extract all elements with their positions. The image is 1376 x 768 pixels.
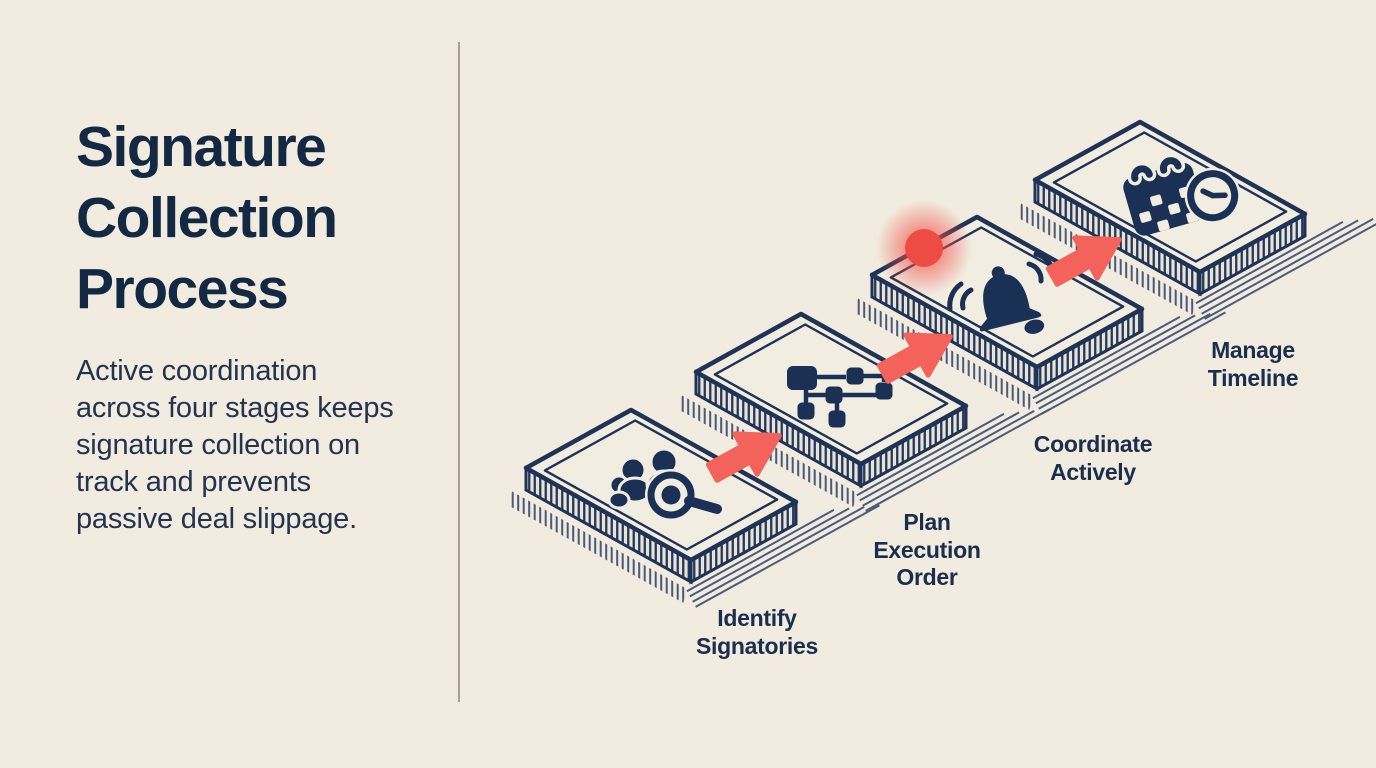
stage-label: Manage Timeline xyxy=(1207,337,1299,391)
description-line: Active coordination xyxy=(76,355,318,387)
people-search-icon xyxy=(607,447,722,521)
page-title: Signature Collection Process xyxy=(76,112,446,325)
alert-bell-icon xyxy=(947,251,1058,334)
left-panel: Signature Collection Process Active coor… xyxy=(76,112,446,538)
page-description: Active coordination across four stages k… xyxy=(76,353,446,538)
flowchart-icon xyxy=(787,366,893,428)
calendar-clock-icon xyxy=(1123,153,1241,236)
stage-label: Identify Signatories xyxy=(696,605,818,659)
stage-tile-coordinate-actively xyxy=(854,217,1225,414)
stage-label: Plan Execution Order xyxy=(873,509,981,590)
description-line: across four stages keeps xyxy=(76,392,394,424)
alert-glow-dot xyxy=(876,200,972,296)
title-line: Process xyxy=(76,257,289,321)
description-line: track and prevents xyxy=(76,466,311,498)
vertical-divider xyxy=(458,42,460,702)
title-line: Collection xyxy=(76,186,338,250)
description-line: signature collection on xyxy=(76,429,360,461)
stage-label: Coordinate Actively xyxy=(1033,431,1153,485)
stage-tile-plan-execution-order xyxy=(678,314,1049,511)
stage-tile-manage-timeline xyxy=(1017,122,1376,319)
description-line: passive deal slippage. xyxy=(76,503,357,535)
stage-tile-identify-signatories xyxy=(508,410,879,607)
title-line: Signature xyxy=(76,115,327,179)
